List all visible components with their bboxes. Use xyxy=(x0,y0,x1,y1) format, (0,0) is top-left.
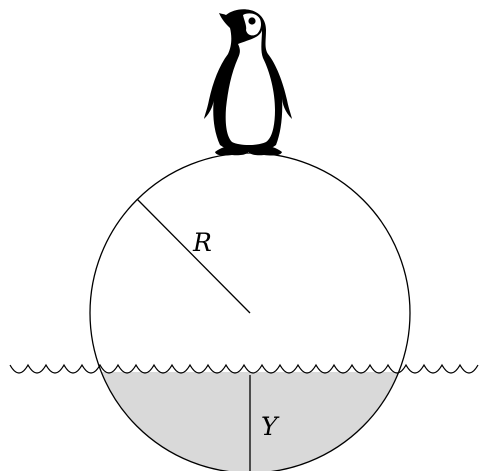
water-surface xyxy=(9,363,479,374)
depth-label: Y xyxy=(261,412,280,441)
penguin-icon xyxy=(204,9,292,156)
radius-line xyxy=(136,198,251,314)
radius-label: R xyxy=(192,228,212,257)
submerged-region xyxy=(90,372,410,471)
